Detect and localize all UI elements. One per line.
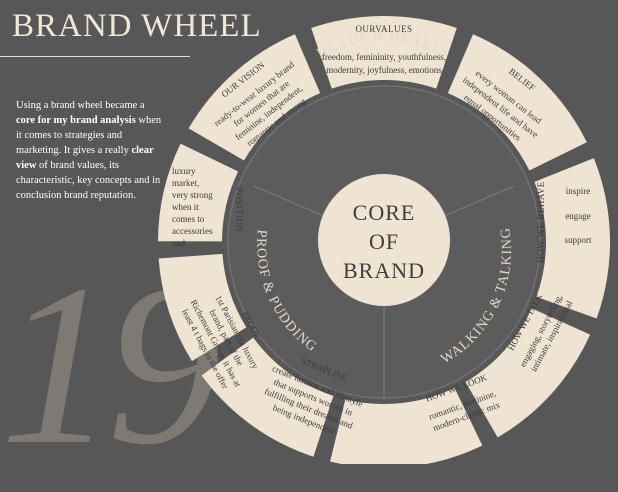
- outer-segments: [158, 15, 610, 464]
- values-line-1: freedom, femininity, youthfulness,: [322, 52, 446, 62]
- behave-line-1: inspire: [566, 186, 591, 196]
- intro-paragraph: Using a brand wheel became a core for my…: [16, 98, 166, 203]
- title-underline: [0, 56, 190, 57]
- behave-text: HOW WE BEHAVE inspire engage support: [536, 181, 592, 263]
- segment-position: [158, 143, 239, 242]
- brand-wheel-diagram: HEADS & HEARTS PROOF & PUDDING WALKING &…: [158, 15, 610, 464]
- values-label: OURVALUES: [355, 24, 412, 34]
- core-circle: [318, 174, 450, 306]
- segment-how-we-look: [330, 387, 483, 464]
- segment-strapline: [201, 337, 334, 457]
- position-line-4: when it: [172, 202, 199, 212]
- intro-text-3: of brand values, its characteristic, key…: [16, 160, 161, 201]
- behave-label: HOW WE BEHAVE: [536, 181, 546, 263]
- position-line-1: luxury: [172, 166, 196, 176]
- position-line-7: and: [172, 238, 185, 248]
- values-line-2: modernity, joyfulness, emotions: [326, 65, 442, 75]
- position-text: luxury market, very strong when it comes…: [172, 166, 244, 248]
- segment-belief: [447, 34, 587, 171]
- segment-our-vision: [188, 34, 321, 161]
- values-text: OURVALUES freedom, femininity, youthfuln…: [322, 24, 446, 75]
- intro-text-1: Using a brand wheel became a: [16, 100, 145, 111]
- position-line-2: market,: [172, 178, 199, 188]
- core: CORE OF BRAND: [318, 174, 450, 306]
- position-line-3: very strong: [172, 190, 213, 200]
- segment-our-values: [311, 15, 457, 89]
- behave-line-2: engage: [565, 211, 590, 221]
- segment-how-we-talk: [465, 308, 591, 438]
- core-line-2: OF: [369, 229, 399, 254]
- intro-bold-1: core for my brand analysis: [16, 115, 136, 126]
- behave-line-3: support: [565, 235, 592, 245]
- vision-text: OUR VISION ready-to-wear luxury brand fo…: [212, 59, 308, 148]
- position-line-6: accessories: [172, 226, 213, 236]
- page-title: BRAND WHEEL: [12, 8, 262, 44]
- segment-how-we-behave: [534, 158, 610, 319]
- intro-bold-2: clear view: [16, 145, 154, 171]
- position-line-5: comes to: [172, 214, 205, 224]
- position-label: POSITION: [234, 187, 244, 232]
- intro-text-2: when it comes to strategies and marketin…: [16, 115, 162, 156]
- core-line-3: BRAND: [343, 258, 425, 283]
- segment-proof: [158, 253, 247, 362]
- core-line-1: CORE: [353, 200, 416, 225]
